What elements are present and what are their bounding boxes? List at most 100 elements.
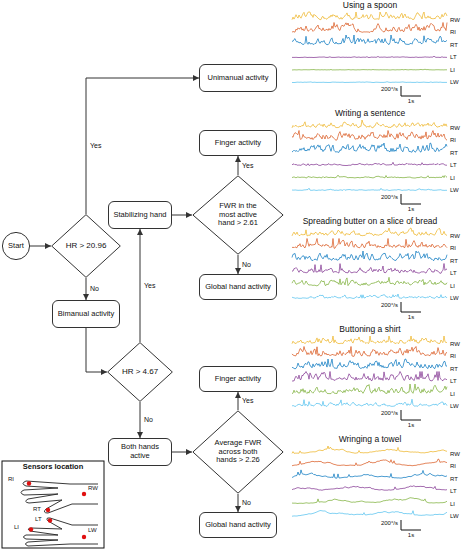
diamond-shape bbox=[193, 411, 283, 493]
scale-label: 1s bbox=[408, 422, 414, 429]
scale-label: 200°/s bbox=[381, 302, 398, 309]
node-text: Average FWR across both hands > 2.26 bbox=[212, 439, 264, 465]
sensor-dot bbox=[27, 481, 31, 485]
scale-label: 1s bbox=[408, 206, 414, 213]
signal-trace bbox=[292, 446, 447, 453]
signal-trace bbox=[292, 294, 447, 298]
diamond-shape bbox=[108, 343, 173, 402]
edge-label: No bbox=[241, 499, 252, 507]
signal-trace bbox=[292, 131, 447, 141]
signal-trace bbox=[292, 81, 447, 83]
channel-label: RW bbox=[450, 125, 460, 132]
sensor-dot bbox=[82, 535, 86, 539]
channel-label: RT bbox=[450, 42, 458, 49]
scale-label: 200°/s bbox=[381, 520, 398, 527]
signal-trace bbox=[292, 470, 447, 478]
channel-label: RT bbox=[450, 476, 458, 483]
signal-trace bbox=[292, 239, 447, 249]
node-text: Unimanual activity bbox=[203, 74, 273, 83]
scale-label: 1s bbox=[408, 98, 414, 105]
signal-trace bbox=[292, 23, 447, 33]
scale-label: 200°/s bbox=[381, 194, 398, 201]
sensor-label: LI bbox=[14, 524, 19, 531]
start-circle: Start bbox=[2, 232, 30, 260]
edge-label: No bbox=[241, 261, 252, 269]
node-text: Both hands active bbox=[112, 443, 168, 460]
signal-trace bbox=[292, 56, 447, 57]
scale-label: 200°/s bbox=[381, 410, 398, 417]
signal-trace bbox=[292, 188, 447, 190]
signal-trace bbox=[292, 359, 447, 369]
node-text: Finger activity bbox=[203, 139, 273, 148]
channel-label: LW bbox=[450, 79, 459, 86]
node-text: HR > 4.67 bbox=[118, 367, 162, 376]
signal-trace bbox=[292, 459, 447, 466]
edge-label: Yes bbox=[241, 162, 254, 170]
signal-trace bbox=[292, 384, 447, 394]
circle-shape bbox=[2, 232, 29, 259]
signal-trace bbox=[292, 175, 447, 178]
signal-trace bbox=[292, 372, 447, 382]
plot-title: Using a spoon bbox=[343, 1, 397, 11]
node-text: HR > 20.96 bbox=[61, 241, 111, 250]
connector-arrow bbox=[140, 229, 141, 342]
connector-arrow bbox=[238, 156, 239, 175]
scale-label: 1s bbox=[408, 532, 414, 539]
decision-diamond: FWR in the most active hand > 2.61 bbox=[192, 175, 284, 255]
channel-label: LT bbox=[450, 162, 457, 169]
plot-title: Spreading butter on a slice of bread bbox=[303, 217, 438, 227]
sensor-dot bbox=[48, 518, 52, 522]
channel-label: LW bbox=[450, 403, 459, 410]
channel-label: RW bbox=[450, 233, 460, 240]
channel-label: RI bbox=[450, 137, 456, 144]
signal-traces bbox=[292, 12, 447, 516]
channel-label: LI bbox=[450, 391, 455, 398]
channel-label: RT bbox=[450, 366, 458, 373]
scale-bar bbox=[401, 410, 421, 420]
channel-label: RW bbox=[450, 341, 460, 348]
signal-trace bbox=[292, 228, 447, 236]
signal-trace bbox=[292, 336, 447, 344]
decision-diamond: Average FWR across both hands > 2.26 bbox=[192, 410, 284, 494]
channel-label: RI bbox=[450, 463, 456, 470]
channel-label: LI bbox=[450, 175, 455, 182]
left-hand-outline bbox=[24, 518, 99, 546]
signal-trace bbox=[292, 498, 447, 504]
sensor-dot bbox=[82, 492, 86, 496]
channel-label: RW bbox=[450, 17, 460, 24]
signal-trace bbox=[292, 264, 447, 274]
process-box: Stabilizing hand bbox=[108, 201, 172, 229]
signal-trace bbox=[292, 347, 447, 357]
connector-arrow bbox=[238, 494, 239, 512]
signal-trace bbox=[292, 511, 447, 517]
plot-title: Writing a sentence bbox=[335, 109, 405, 119]
edge-label: No bbox=[89, 285, 100, 293]
edge-label: Yes bbox=[241, 397, 254, 405]
right-hand-outline bbox=[21, 481, 98, 513]
diamond-shape bbox=[193, 176, 283, 254]
node-text: Start bbox=[3, 242, 29, 251]
sensor-label: RI bbox=[8, 476, 14, 483]
channel-label: LT bbox=[450, 54, 457, 61]
scale-label: 200°/s bbox=[381, 86, 398, 93]
channel-label: LW bbox=[450, 295, 459, 302]
channel-label: LT bbox=[450, 378, 457, 385]
edge-label: Yes bbox=[89, 142, 102, 150]
plot-title: Wringing a towel bbox=[339, 435, 402, 445]
connector-arrow bbox=[86, 278, 87, 300]
outcome-box: Finger activity bbox=[199, 366, 277, 392]
connector-arrow bbox=[140, 402, 141, 438]
plot-title: Buttoning a shirt bbox=[339, 325, 400, 335]
connector-arrow bbox=[86, 328, 107, 372]
signal-trace bbox=[292, 12, 447, 20]
process-box: Both hands active bbox=[108, 438, 172, 466]
signal-trace bbox=[292, 69, 447, 71]
channel-label: RI bbox=[450, 245, 456, 252]
channel-label: LT bbox=[450, 270, 457, 277]
process-box: Bimanual activity bbox=[52, 300, 120, 328]
sensor-label: RT bbox=[33, 506, 41, 513]
signal-trace bbox=[292, 277, 447, 286]
sensor-label: LW bbox=[88, 527, 97, 534]
node-text: Stabilizing hand bbox=[112, 211, 168, 220]
scale-bar bbox=[401, 302, 421, 312]
